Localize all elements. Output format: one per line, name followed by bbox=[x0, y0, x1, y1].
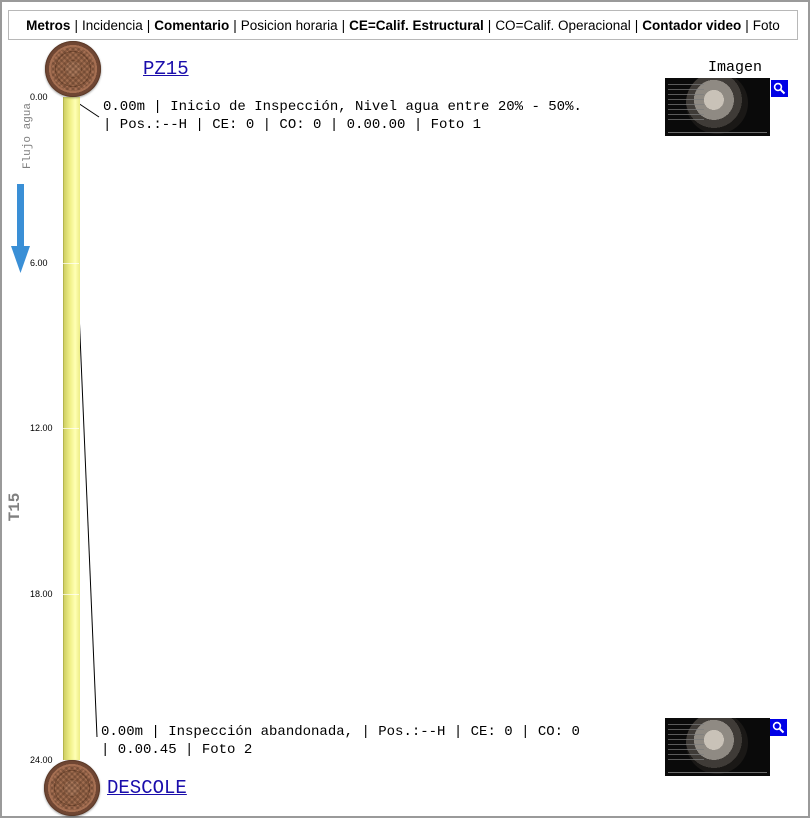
tick-line bbox=[63, 594, 79, 595]
legend-item-co: CO=Calif. Operacional bbox=[495, 17, 631, 33]
start-manhole-icon bbox=[45, 41, 101, 97]
scale-tick-label: 24.00 bbox=[30, 755, 53, 765]
overlay-text-lines bbox=[668, 724, 704, 762]
legend-item-ce: CE=Calif. Estructural bbox=[349, 17, 484, 33]
entry-1-line-1: 0.00m | Inicio de Inspección, Nivel agua… bbox=[103, 99, 582, 115]
overlay-footer-line bbox=[668, 772, 767, 773]
tick-line bbox=[63, 428, 79, 429]
image-column-header: Imagen bbox=[708, 59, 763, 76]
entry-2-zoom-button[interactable] bbox=[770, 719, 787, 736]
legend-separator: | bbox=[341, 17, 346, 33]
legend-item-posicion: Posicion horaria bbox=[240, 17, 338, 33]
legend-separator: | bbox=[74, 17, 78, 33]
legend-item-comentario: Comentario bbox=[154, 17, 230, 33]
entry-1-zoom-button[interactable] bbox=[771, 80, 788, 97]
entry-2-photo-thumbnail[interactable] bbox=[665, 718, 770, 776]
flow-label: Flujo agua bbox=[22, 103, 34, 170]
overlay-text-lines bbox=[668, 84, 704, 122]
legend-separator: | bbox=[487, 17, 492, 33]
scale-tick-label: 6.00 bbox=[30, 258, 48, 268]
entry-1-line-2: | Pos.:--H | CE: 0 | CO: 0 | 0.00.00 | F… bbox=[103, 117, 482, 133]
end-node-link[interactable]: DESCOLE bbox=[107, 777, 187, 799]
legend-item-contador: Contador video bbox=[642, 17, 742, 33]
legend-item-incidencia: Incidencia bbox=[81, 17, 143, 33]
legend-bar: Metros | Incidencia | Comentario | Posic… bbox=[8, 10, 798, 40]
pipe-name: T15 bbox=[6, 492, 24, 522]
legend-separator: | bbox=[745, 17, 749, 33]
scale-tick-label: 18.00 bbox=[30, 589, 53, 599]
legend-separator: | bbox=[233, 17, 237, 33]
legend-item-metros: Metros bbox=[26, 17, 71, 33]
scale-tick-label: 0.00 bbox=[30, 92, 48, 102]
magnifier-icon bbox=[772, 721, 785, 734]
magnifier-icon bbox=[773, 82, 786, 95]
legend-separator: | bbox=[634, 17, 639, 33]
entry-2-line-2: | 0.00.45 | Foto 2 bbox=[101, 742, 253, 758]
end-manhole-icon bbox=[44, 760, 100, 816]
overlay-footer-line bbox=[668, 132, 767, 133]
entry-2-line-1: 0.00m | Inspección abandonada, | Pos.:--… bbox=[101, 724, 580, 740]
legend-item-foto: Foto bbox=[752, 17, 780, 33]
entry-1-photo-thumbnail[interactable] bbox=[665, 78, 770, 136]
start-node-link[interactable]: PZ15 bbox=[143, 58, 189, 80]
scale-tick-label: 12.00 bbox=[30, 423, 53, 433]
tick-line bbox=[63, 263, 79, 264]
legend-separator: | bbox=[146, 17, 151, 33]
